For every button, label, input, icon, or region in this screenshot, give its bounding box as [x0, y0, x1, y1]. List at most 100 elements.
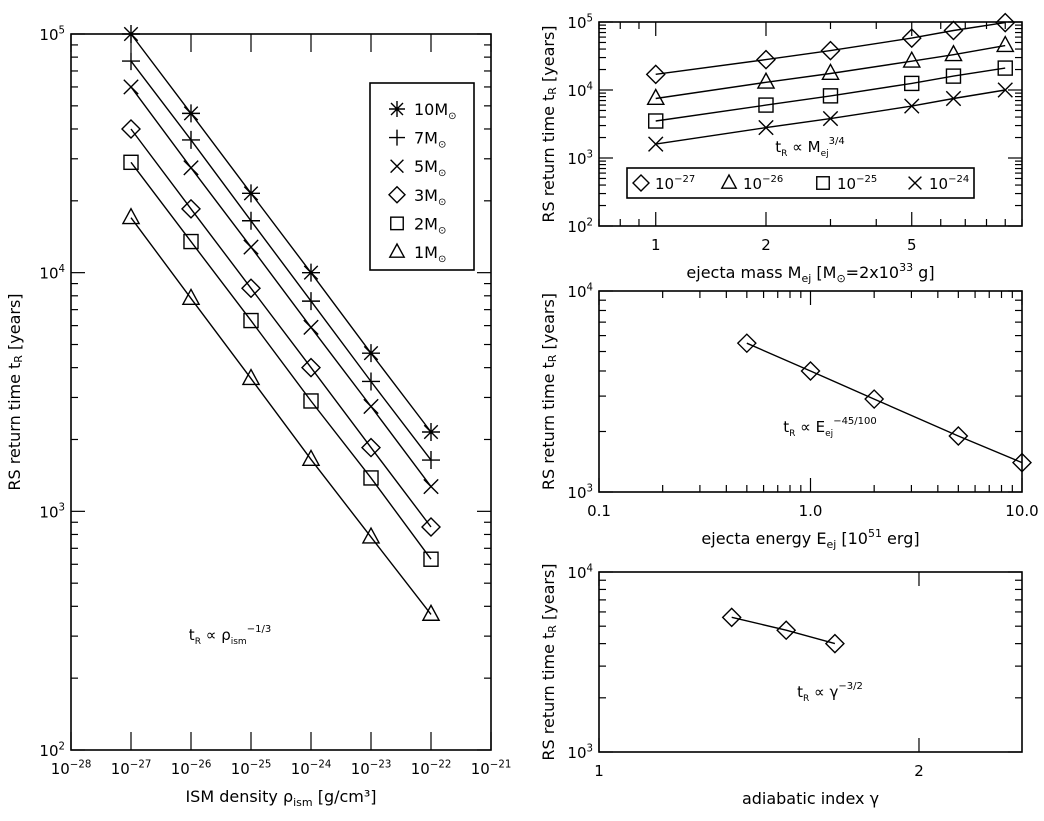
annotation-superscript: −45/100	[833, 416, 877, 427]
x-tick-label: 10−21	[471, 759, 512, 778]
legend-label: 1M⊙	[414, 243, 446, 265]
tick-exponent: −24	[310, 759, 332, 770]
x-tick-label: 2	[914, 762, 924, 780]
data-point	[997, 60, 1013, 76]
tick-exponent: −21	[490, 759, 512, 770]
y-axis-label: RS return time tR [years]	[539, 25, 559, 222]
x-axis-label: ISM density ρism [g/cm³]	[185, 787, 376, 809]
data-point	[301, 448, 321, 466]
annotation-text: t	[189, 626, 195, 644]
tick-exponent: 3	[587, 149, 593, 160]
legend-marker	[632, 174, 650, 192]
legend-text: 7M	[414, 129, 438, 148]
axis-label-subscript: R	[546, 625, 559, 633]
tick-base: 10	[51, 760, 70, 778]
annotation: tR ∝ ρism−1/3	[189, 624, 271, 647]
data-point	[944, 44, 963, 62]
legend-text: 10	[743, 175, 762, 193]
legend-item: 10−25	[816, 174, 877, 193]
data-point	[776, 620, 797, 641]
legend-text: 5M	[414, 157, 438, 176]
data-point	[122, 52, 140, 71]
legend-text: 10M	[414, 100, 448, 119]
data-point	[721, 607, 742, 628]
legend-superscript: −25	[856, 174, 877, 185]
tick-base: 10	[39, 265, 58, 283]
data-point	[302, 292, 320, 311]
data-point	[824, 633, 845, 654]
data-point	[646, 88, 666, 106]
axis-label-unit: [10	[836, 529, 868, 548]
y-tick-label: 104	[39, 264, 65, 283]
data-point	[1012, 452, 1032, 473]
y-axis-label: RS return time tR [years]	[539, 563, 559, 760]
legend-item: 10−26	[720, 173, 783, 193]
data-point	[901, 28, 922, 49]
data-point	[945, 90, 962, 107]
y-tick-label: 102	[567, 217, 593, 236]
tick-exponent: 3	[587, 483, 593, 494]
legend: 10M⊙7M⊙5M⊙3M⊙2M⊙1M⊙	[369, 82, 475, 271]
y-tick-label: 102	[39, 741, 65, 760]
annotation-subscript: ej	[825, 429, 833, 439]
legend-label: 3M⊙	[414, 186, 446, 208]
data-point	[182, 104, 200, 123]
series-line	[130, 60, 432, 461]
data-point	[182, 130, 200, 149]
data-point	[123, 79, 139, 95]
data-point	[423, 551, 439, 567]
tick-exponent: 4	[587, 563, 593, 574]
x-tick-label: 10−26	[171, 759, 212, 778]
plot-frame	[598, 21, 1023, 227]
tick-base: 10	[567, 14, 586, 32]
data-point	[123, 154, 139, 171]
series-5	[123, 154, 439, 567]
series-4	[121, 118, 441, 537]
y-axis-label: RS return time tR [years]	[539, 293, 559, 490]
legend-label: 10−24	[929, 174, 969, 193]
tick-base: 10	[39, 742, 58, 760]
x-tick-label: 10−24	[291, 759, 332, 778]
data-point	[997, 82, 1013, 98]
sun-symbol: ⊙	[438, 197, 446, 208]
tick-base: 10	[351, 760, 370, 778]
tick-base: 10	[291, 760, 310, 778]
legend-text: 10	[837, 175, 856, 193]
data-point	[995, 12, 1016, 33]
tick-base: 10	[39, 503, 58, 521]
series-2	[646, 35, 1015, 106]
data-point	[736, 333, 757, 354]
axis-label-subscript: ej	[826, 538, 836, 551]
data-point	[756, 71, 776, 89]
axis-label-unit: [M	[811, 263, 836, 282]
axis-label-text: RS return time t	[539, 633, 558, 761]
legend-marker	[389, 129, 405, 146]
x-tick-label: 10.0	[1005, 502, 1038, 520]
axis-label-unit: g]	[913, 263, 934, 282]
data-point	[645, 64, 666, 85]
series-line	[731, 616, 836, 645]
x-axis-label: ejecta mass Mej [M⊙=2x1033 g]	[686, 261, 934, 285]
tick-exponent: 5	[587, 13, 593, 24]
series-line	[655, 89, 1006, 145]
annotation-superscript: 3/4	[829, 136, 845, 147]
axis-label-text: RS return time t	[539, 362, 558, 490]
legend-label: 10−26	[743, 174, 783, 193]
y-tick-label: 105	[39, 25, 65, 44]
axis-label-text: adiabatic index γ	[742, 789, 879, 808]
annotation: tR ∝ Eej−45/100	[783, 416, 877, 439]
data-point	[421, 603, 441, 621]
series-2	[122, 52, 440, 470]
data-point	[183, 160, 199, 176]
tick-base: 10	[567, 564, 586, 582]
tick-exponent: 3	[587, 743, 593, 754]
x-tick-label: 1	[651, 236, 661, 254]
data-point	[241, 278, 261, 299]
annotation-text: ∝ γ	[809, 683, 838, 701]
data-point	[421, 516, 441, 537]
data-point	[422, 451, 440, 470]
axis-label-text: RS return time t	[5, 363, 24, 491]
